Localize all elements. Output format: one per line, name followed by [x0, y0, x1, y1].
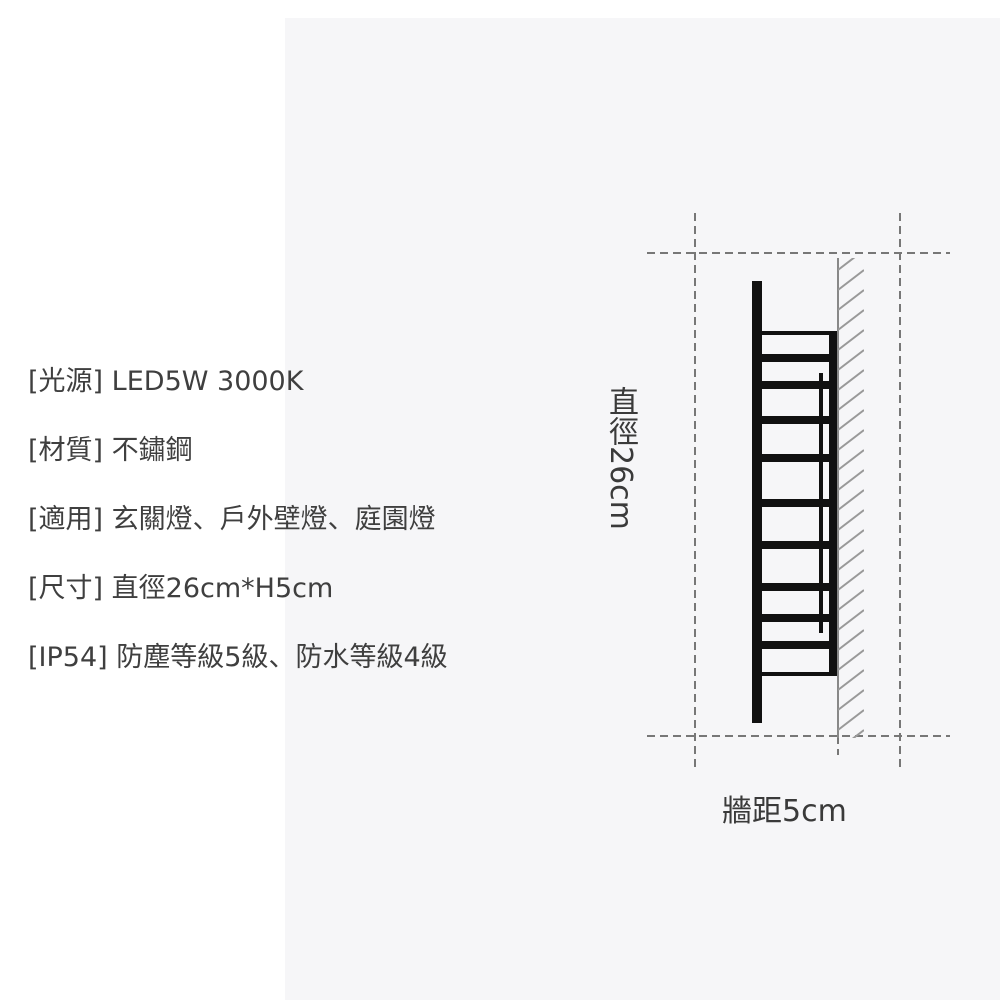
spec-value: 不鏽鋼: [111, 435, 193, 466]
spec-value: 直徑26cm*H5cm: [111, 573, 334, 604]
spec-key: [光源]: [28, 366, 104, 397]
spec-light-source: [光源] LED5W 3000K: [28, 365, 448, 399]
spec-list: [光源] LED5W 3000K [材質] 不鏽鋼 [適用] 玄關燈、戶外壁燈、…: [28, 365, 448, 710]
spec-key: [IP54]: [28, 642, 108, 673]
lamp-fin: [760, 641, 835, 649]
wall-hatch: [837, 258, 864, 738]
lamp-fin: [760, 499, 835, 507]
lamp-front-plate: [752, 281, 762, 723]
spec-key: [適用]: [28, 504, 104, 535]
lamp-profile: [752, 281, 837, 723]
spec-material: [材質] 不鏽鋼: [28, 434, 448, 468]
lamp-fin: [760, 672, 835, 676]
spec-key: [尺寸]: [28, 573, 104, 604]
spec-key: [材質]: [28, 435, 104, 466]
spec-value: 玄關燈、戶外壁燈、庭園燈: [111, 504, 436, 535]
lamp-fin: [760, 454, 835, 462]
lamp-fin: [760, 583, 835, 591]
lamp-fin: [760, 541, 835, 549]
diameter-label: 直徑26cm: [603, 386, 638, 530]
lamp-fin: [760, 614, 835, 622]
spec-size: [尺寸] 直徑26cm*H5cm: [28, 572, 448, 606]
lamp-fin: [760, 381, 835, 389]
wall-distance-label: 牆距5cm: [722, 794, 847, 829]
guide-lines: [647, 213, 950, 772]
lamp-fin: [760, 416, 835, 424]
spec-ip-rating: [IP54] 防塵等級5級、防水等級4級: [28, 641, 448, 675]
spec-value: LED5W 3000K: [111, 366, 304, 397]
background-panel: [285, 18, 1000, 1000]
lamp-fin: [760, 354, 835, 362]
spec-value: 防塵等級5級、防水等級4級: [116, 642, 448, 673]
spec-usage: [適用] 玄關燈、戶外壁燈、庭園燈: [28, 503, 448, 537]
lamp-fin: [760, 331, 835, 335]
